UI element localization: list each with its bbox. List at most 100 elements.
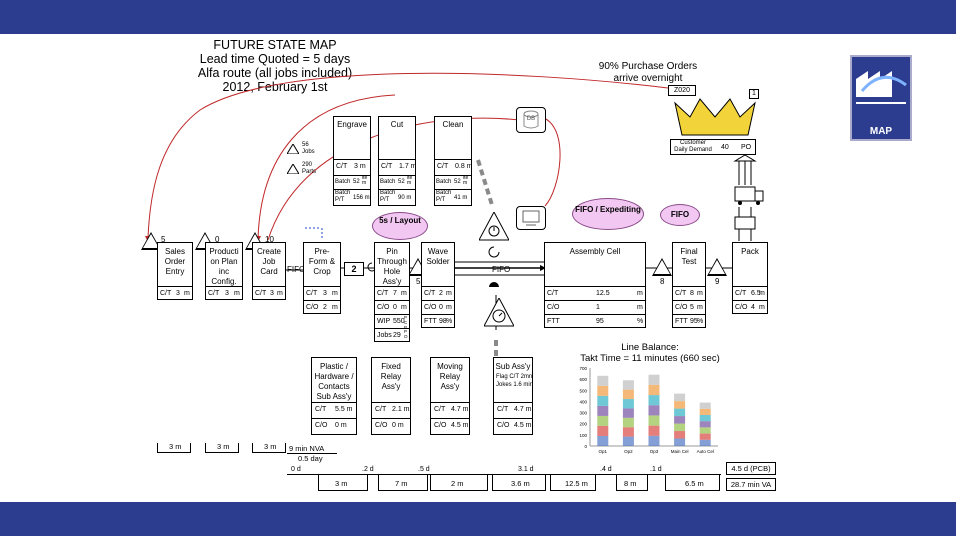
timeline-va-value: 7 m	[395, 479, 408, 488]
co-value: 5	[690, 304, 694, 311]
sub-note-1: Flag C/T 2mn	[496, 374, 533, 380]
category-label: Main Cel	[671, 449, 689, 454]
kaizen-burst-fifo-expediting: FIFO / Expediting	[572, 198, 644, 230]
process-name: Engrave	[337, 120, 367, 129]
process-name: Sales Order Entry	[164, 247, 186, 276]
divider	[334, 189, 370, 190]
customer-crown-icon	[674, 98, 756, 136]
ct-value: 3	[323, 290, 327, 297]
bar-segment	[648, 425, 660, 436]
ct-unit: m	[184, 290, 190, 297]
bar-segment	[622, 417, 634, 428]
shipping-arrows	[733, 155, 764, 241]
bar-segment	[699, 402, 711, 409]
ct-value: 4.7 m	[514, 406, 532, 413]
inventory-count-pin: 5	[416, 277, 421, 286]
co-value: 1	[596, 304, 600, 311]
total-value-added: 28.7 min VA	[726, 478, 776, 491]
ct-value: 3	[270, 290, 274, 297]
bar-segment	[622, 380, 634, 390]
ct-unit: m	[234, 290, 240, 297]
bar-segment	[674, 416, 686, 424]
ct-label: C/T	[424, 290, 436, 297]
jobs-icon	[287, 144, 299, 154]
timeline-nva-line	[287, 453, 337, 454]
co-unit: m	[759, 304, 765, 311]
process-name: Producti on Plan inc Config.	[209, 247, 239, 286]
ct-label: C/T	[375, 406, 387, 413]
bar-segment	[597, 395, 609, 406]
divider	[431, 402, 469, 403]
ftt-label: FTT	[424, 318, 437, 325]
ct-value: 2.1 m	[392, 406, 410, 413]
timeline-va-value: 3.6 m	[511, 479, 530, 488]
divider	[545, 286, 645, 287]
co-label: C/O	[375, 422, 388, 429]
ct-label: C/T	[160, 290, 172, 297]
inventory-triangle-sales	[141, 232, 161, 250]
process-name: Pack	[741, 247, 759, 256]
co-value: 4.5 m	[451, 422, 469, 429]
batch-label: Batch	[436, 179, 452, 185]
jobs-value: 29	[393, 332, 401, 339]
timeline-va-step	[492, 474, 546, 491]
inventory-count-job: 10	[265, 235, 274, 244]
jobs-label: Jobs	[377, 332, 392, 339]
ct-value: 2	[439, 290, 443, 297]
withdrawal-timer-icon	[479, 212, 509, 241]
bar-segment	[699, 439, 711, 446]
operator-icon-2	[489, 282, 499, 287]
ftt-value: 98	[439, 318, 447, 325]
process-name: Moving Relay Ass'y	[437, 362, 463, 391]
divider	[379, 189, 415, 190]
ct-label: C/T	[675, 290, 687, 297]
y-tick-label: 100	[579, 433, 587, 438]
inventory-triangle-final	[707, 258, 727, 276]
batch-value: 52	[454, 179, 461, 185]
timeline-step	[205, 443, 239, 453]
divider	[673, 300, 705, 301]
ct-unit: m	[401, 290, 407, 297]
bar-segment	[597, 435, 609, 446]
bpt-value: 90 m	[398, 195, 412, 201]
ct-label: C/T	[315, 406, 327, 413]
process-name: Assembly Cell	[569, 247, 621, 256]
y-tick-label: 700	[579, 366, 587, 371]
ct-unit: m	[446, 290, 452, 297]
divider	[494, 418, 532, 419]
bar-segment	[674, 401, 686, 409]
ftt-label: FTT	[547, 318, 560, 325]
bar-segment	[622, 389, 634, 400]
timeline-day-label: .5 d	[418, 466, 430, 473]
ct-unit: m	[332, 290, 338, 297]
divider	[312, 402, 356, 403]
timeline-top-value: 3 m	[264, 442, 277, 451]
process-name: Wave Solder	[426, 247, 450, 266]
batch-label: Batch	[335, 179, 351, 185]
ftt-value: 95	[690, 318, 698, 325]
y-tick-label: 600	[579, 377, 587, 382]
ct-value: 1.7 m	[399, 163, 417, 170]
divider	[435, 159, 471, 160]
ct-value: 5.5 m	[335, 406, 353, 413]
ftt-value: 95	[596, 318, 604, 325]
inventory-triangle-assembly	[652, 258, 672, 276]
bar-segment	[648, 405, 660, 416]
ct-label: C/T	[255, 290, 267, 297]
timeline-day-label: .4 d	[600, 466, 612, 473]
ct-value: 3	[176, 290, 180, 297]
ftt-unit: %	[697, 318, 704, 325]
divider	[304, 300, 340, 301]
timeline-day-label: .1 d	[650, 466, 662, 473]
process-name: Cut	[390, 120, 404, 129]
